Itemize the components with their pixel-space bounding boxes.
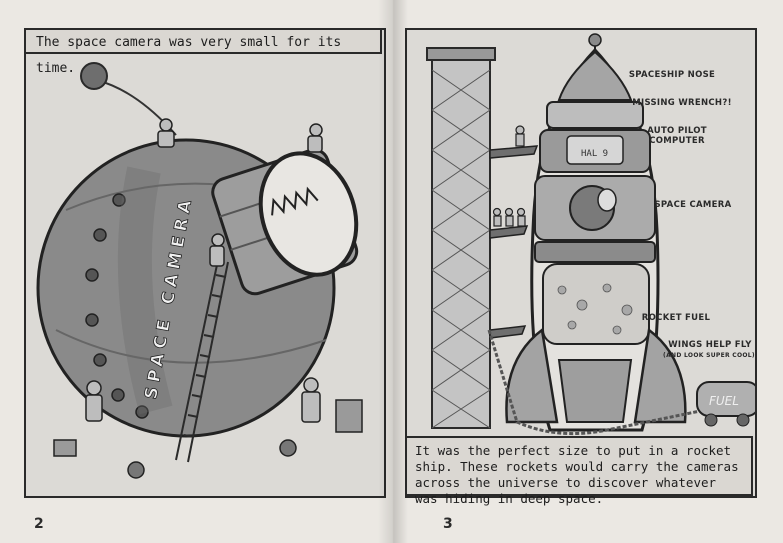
right-illustration-panel: FUEL HAL 9 SPACESHIP NOSE MISSING WRENCH… bbox=[405, 28, 757, 498]
label-rocket-fuel: ROCKET FUEL bbox=[641, 313, 711, 323]
left-page: SPACE CAMERA The space camera was very s… bbox=[24, 28, 386, 532]
right-caption: It was the perfect size to put in a rock… bbox=[405, 436, 753, 506]
label-missing-wrench: MISSING WRENCH?! bbox=[632, 98, 732, 108]
rocket-illustration: FUEL HAL 9 bbox=[426, 33, 755, 436]
page-number-right: 3 bbox=[443, 516, 453, 532]
right-page: FUEL HAL 9 SPACESHIP NOSE MISSING WRENCH… bbox=[392, 0, 783, 543]
label-auto-pilot-line2: COMPUTER bbox=[649, 136, 705, 146]
page-number-left: 2 bbox=[34, 516, 44, 532]
left-illustration-panel: SPACE CAMERA bbox=[24, 28, 386, 498]
computer-screen-text: HAL 9 bbox=[581, 149, 608, 159]
book-gutter bbox=[378, 0, 408, 543]
label-auto-pilot-line1: AUTO PILOT bbox=[647, 126, 707, 136]
label-space-camera: SPACE CAMERA bbox=[654, 200, 732, 210]
label-wings-note: (AND LOOK SUPER COOL) bbox=[663, 352, 755, 359]
label-wings: WINGS HELP FLY bbox=[668, 340, 752, 350]
left-caption: The space camera was very small for its … bbox=[24, 28, 382, 76]
label-spaceship-nose: SPACESHIP NOSE bbox=[628, 70, 716, 80]
fuel-truck-label: FUEL bbox=[709, 394, 739, 408]
space-camera-illustration: SPACE CAMERA bbox=[36, 62, 363, 479]
